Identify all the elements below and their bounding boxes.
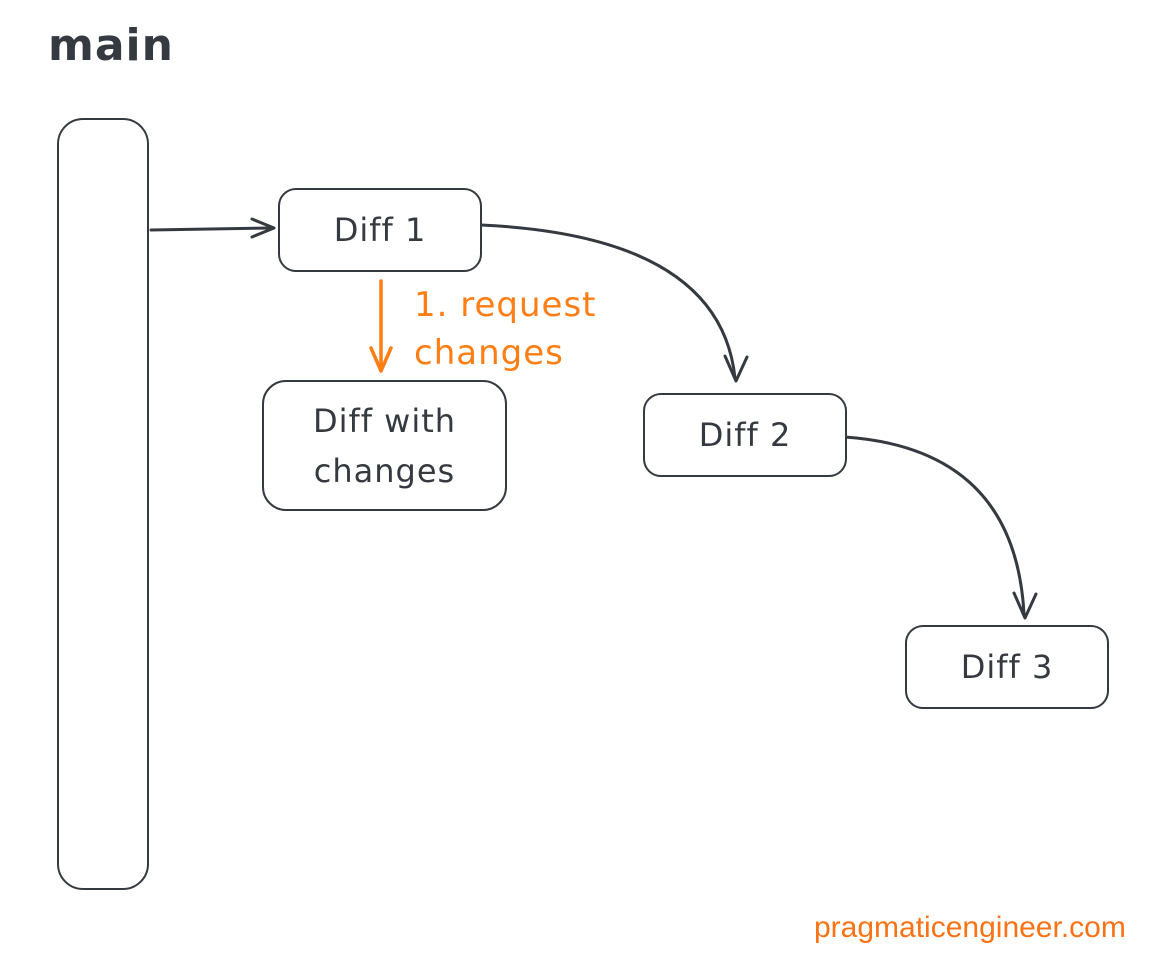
annotation-line1: 1. request — [414, 285, 597, 325]
node-diff-with-changes: Diff with changes — [262, 380, 507, 511]
node-diff-with-changes-line1: Diff with — [312, 401, 457, 440]
arrow-diff2-to-diff3 — [843, 435, 1038, 620]
watermark: pragmaticengineer.com — [814, 911, 1126, 944]
main-branch-label: main — [48, 20, 174, 71]
annotation-request-changes: 1. request changes — [414, 281, 597, 377]
node-diff-with-changes-line2: changes — [313, 451, 456, 490]
node-diff-3-label: Diff 3 — [960, 648, 1054, 686]
node-diff-3: Diff 3 — [905, 625, 1109, 709]
node-diff-1-label: Diff 1 — [333, 211, 427, 249]
arrow-request-changes — [369, 279, 393, 373]
arrow-main-to-diff1 — [149, 217, 276, 239]
node-diff-2-label: Diff 2 — [698, 416, 792, 454]
main-branch-bar — [57, 118, 149, 890]
node-diff-2: Diff 2 — [643, 393, 847, 477]
annotation-line2: changes — [414, 333, 564, 373]
node-diff-1: Diff 1 — [278, 188, 482, 272]
